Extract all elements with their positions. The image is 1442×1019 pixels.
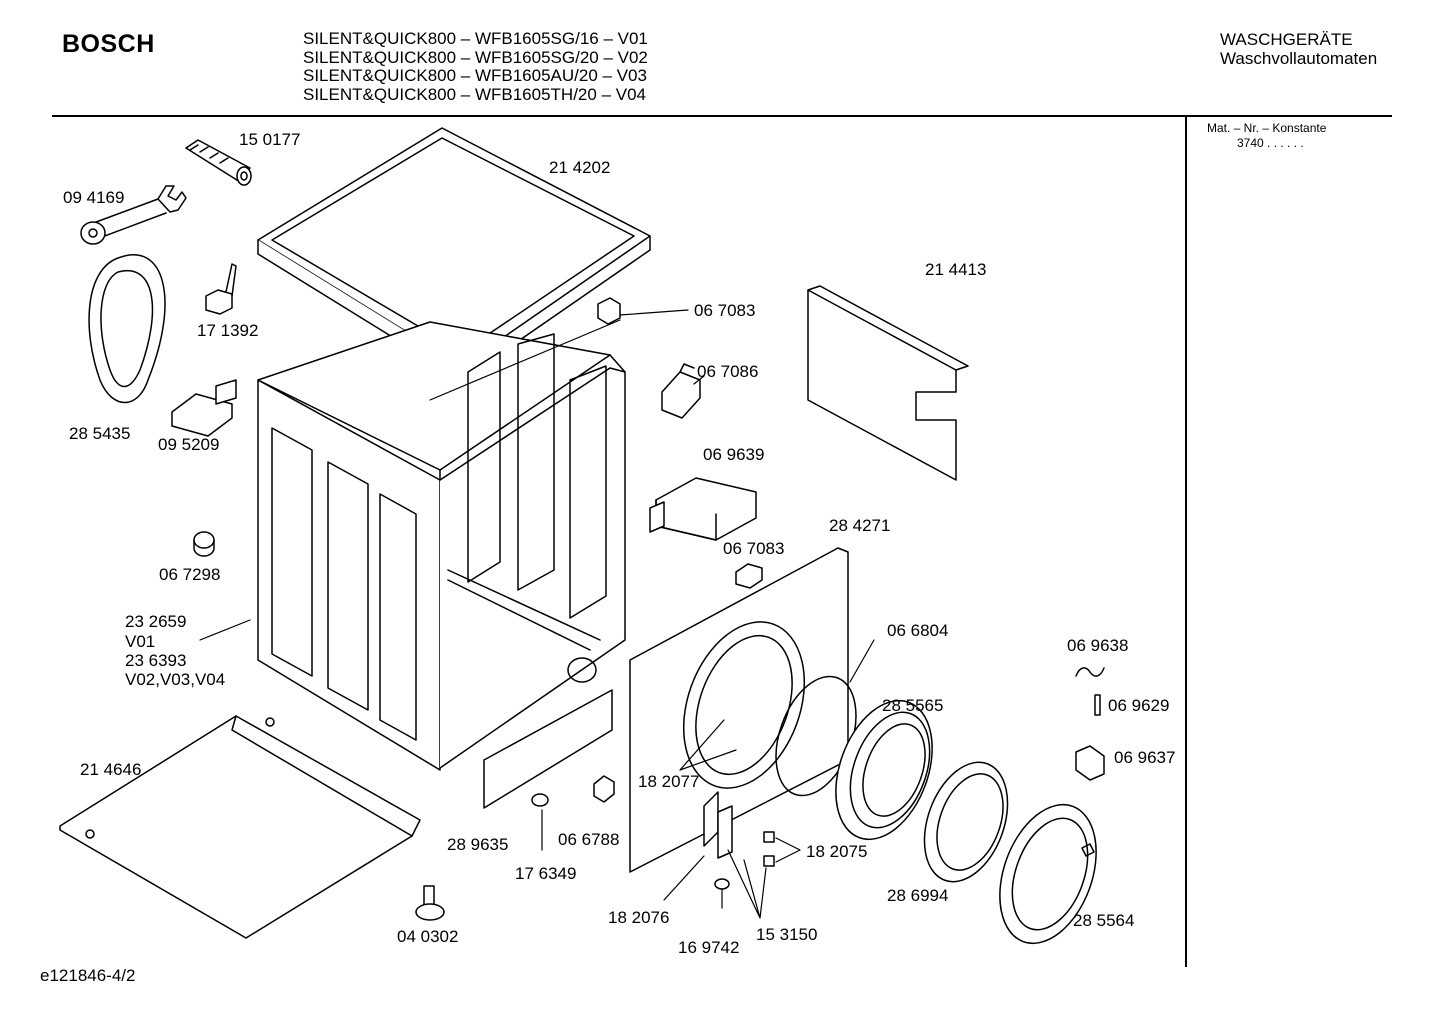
part-label: 06 9637	[1114, 748, 1176, 767]
part-label: 06 7083	[694, 301, 756, 320]
spring-part	[1075, 667, 1105, 677]
leader-lines	[199, 309, 875, 919]
screw-part	[531, 793, 549, 807]
part-label: 28 5564	[1073, 911, 1135, 930]
category-line: WASCHGERÄTE	[1220, 30, 1353, 49]
part-label: 21 4202	[549, 158, 611, 177]
cable-clip-part	[205, 263, 237, 315]
document-id: e121846-4/2	[40, 966, 136, 985]
sidebar-divider	[1185, 117, 1187, 967]
part-label: 21 4413	[925, 260, 987, 279]
gasket-ring-part	[88, 254, 166, 404]
header-divider	[52, 115, 1392, 117]
hose-connector-part	[185, 139, 252, 186]
part-label: V02,V03,V04	[125, 670, 226, 689]
part-label: 06 6788	[558, 830, 620, 849]
base-plate-part	[59, 715, 421, 939]
door-hinge-part	[703, 791, 733, 859]
part-label: 18 2077	[638, 772, 700, 791]
part-label: 18 2075	[806, 842, 868, 861]
part-label: 06 9638	[1067, 636, 1129, 655]
wrench-part	[80, 185, 187, 245]
part-label: 06 7083	[723, 539, 785, 558]
part-label: 15 0177	[239, 130, 301, 149]
cabinet-frame-part	[257, 321, 626, 771]
pin-part	[1094, 694, 1101, 716]
part-label: 28 9635	[447, 835, 509, 854]
washer-part	[714, 878, 730, 890]
door-lock-part	[661, 363, 701, 419]
category-line: Waschvollautomaten	[1220, 48, 1378, 68]
material-constant-title: Mat. – Nr. – Konstante	[1207, 121, 1327, 135]
clip-part	[597, 297, 621, 325]
adjustable-foot-part	[415, 885, 445, 921]
model-line: SILENT&QUICK800 – WFB1605SG/20 – V02	[303, 47, 648, 67]
door-handle-part	[1075, 745, 1105, 781]
part-label: 09 4169	[63, 188, 125, 207]
rear-panel-part	[807, 285, 969, 481]
part-label: 23 2659	[125, 612, 187, 631]
part-label: 06 7298	[159, 565, 221, 584]
part-label: 21 4646	[80, 760, 142, 779]
fitting-part	[593, 775, 615, 803]
part-label: 23 6393	[125, 651, 187, 670]
part-label: 28 6994	[887, 886, 949, 905]
part-label: 06 7086	[697, 362, 759, 381]
part-label: 18 2076	[608, 908, 670, 927]
clip-part	[735, 563, 763, 589]
kick-panel-part	[483, 689, 613, 809]
part-label: V01	[125, 632, 156, 651]
part-label: 17 6349	[515, 864, 577, 883]
part-label: 17 1392	[197, 321, 259, 340]
bracket-part	[171, 379, 237, 437]
door-frame-part	[835, 699, 933, 841]
foot-part	[193, 531, 215, 557]
part-label: 16 9742	[678, 938, 740, 957]
category-heading: WASCHGERÄTE Waschvollautomaten	[1220, 30, 1378, 68]
part-label: 09 5209	[158, 435, 220, 454]
door-ring-part	[999, 803, 1097, 945]
material-constant-value: 3740 . . . . . .	[1237, 136, 1304, 150]
part-label: 28 5435	[69, 424, 131, 443]
brand-logo: BOSCH	[62, 30, 155, 58]
part-label: 28 4271	[829, 516, 891, 535]
part-label: 04 0302	[397, 927, 459, 946]
hinge-block-part	[649, 477, 757, 541]
spacer-part	[763, 831, 775, 867]
door-glass-part	[923, 761, 1009, 883]
model-line: SILENT&QUICK800 – WFB1605AU/20 – V03	[303, 66, 647, 85]
model-line: SILENT&QUICK800 – WFB1605SG/16 – V01	[303, 29, 648, 48]
model-line: SILENT&QUICK800 – WFB1605TH/20 – V04	[303, 84, 646, 104]
part-label: 06 9629	[1108, 696, 1170, 715]
front-panel-part	[629, 547, 849, 873]
part-label: 06 6804	[887, 621, 949, 640]
model-list: SILENT&QUICK800 – WFB1605SG/16 – V01 SIL…	[303, 29, 648, 104]
material-constant-note: Mat. – Nr. – Konstante 3740 . . . . . .	[1207, 121, 1326, 151]
part-label: 15 3150	[756, 925, 818, 944]
part-label: 06 9639	[703, 445, 765, 464]
part-label: 28 5565	[882, 696, 944, 715]
